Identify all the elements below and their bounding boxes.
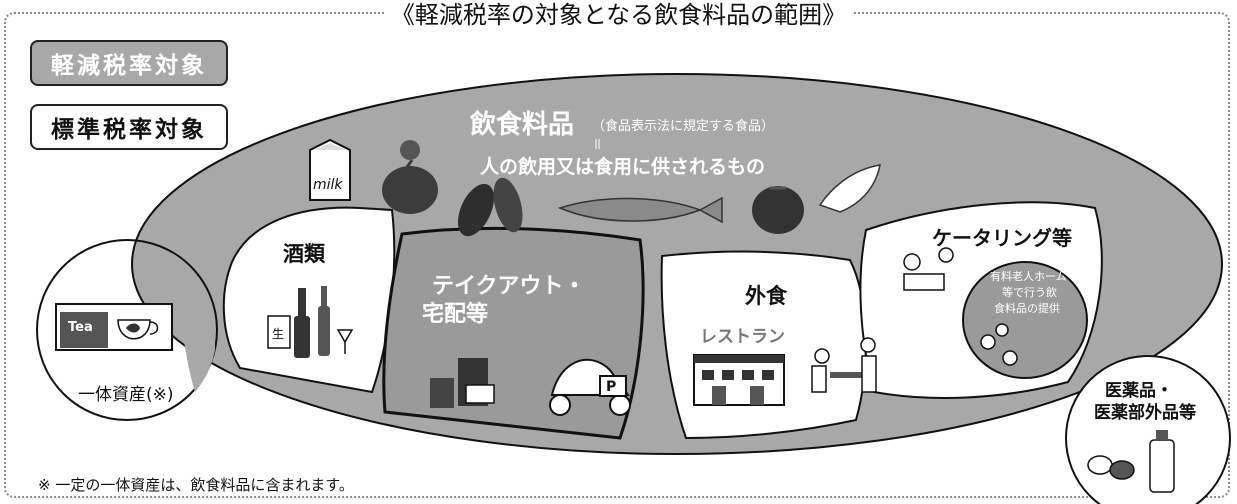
restaurant-building-icon xyxy=(693,354,785,406)
milk-carton-icon xyxy=(309,138,351,201)
integrated-asset-circle xyxy=(36,239,218,421)
elderly-diners-icon xyxy=(980,323,1018,366)
dining-label: 外食 xyxy=(745,284,787,308)
medicine-pills-icon xyxy=(1087,430,1175,493)
legend-reduced-rate: 軽減税率対象 xyxy=(30,40,228,86)
elderly-home-label-line1: 有料老人ホーム xyxy=(990,270,1067,283)
milk-label: milk xyxy=(313,177,343,193)
integrated-asset-label: 一体資産(※) xyxy=(78,385,174,405)
catering-scene-icon xyxy=(903,247,954,291)
food-heading: 飲食料品 xyxy=(470,110,575,140)
takeout-label-line2: 宅配等 xyxy=(422,302,489,327)
diagram-title: 《軽減税率の対象となる飲食料品の範囲》 xyxy=(0,0,1237,30)
takeout-label-line1: テイクアウト・ xyxy=(432,274,586,299)
takeout-items-icon xyxy=(430,358,495,408)
catering-label: ケータリング等 xyxy=(932,226,1072,250)
footnote: ※ 一定の一体資産は、飲食料品に含まれます。 xyxy=(38,476,354,494)
integrated-asset-inner-fill xyxy=(172,253,215,392)
legend-standard-rate: 標準税率対象 xyxy=(30,104,228,150)
food-heading-note: （食品表示法に規定する食品） xyxy=(592,119,775,134)
elderly-home-label-line2: 等で行う飲 xyxy=(1002,286,1057,299)
elderly-home-label-line3: 食料品の提供 xyxy=(994,302,1060,315)
medicine-label-line1: 医薬品・ xyxy=(1105,381,1173,401)
delivery-scooter-icon xyxy=(549,358,631,416)
food-illustrations-icon xyxy=(382,140,881,237)
alcohol-bottles-icon xyxy=(267,286,354,358)
pizza-label: P xyxy=(606,379,617,395)
takeout-region xyxy=(382,226,645,440)
tea-label: Tea xyxy=(68,320,93,335)
restaurant-label: レストラン xyxy=(700,327,785,347)
food-definition: 人の飲用又は食用に供されるもの xyxy=(480,156,766,178)
tea-gift-set-icon xyxy=(55,303,173,351)
sake-label: 生 xyxy=(272,327,285,341)
elderly-home-region xyxy=(962,261,1088,379)
diners-icon xyxy=(811,337,877,393)
alcohol-label: 酒類 xyxy=(283,242,325,266)
medicine-label-line2: 医薬部外品等 xyxy=(1094,403,1196,423)
food-equals-sign: ＝ xyxy=(588,137,604,151)
